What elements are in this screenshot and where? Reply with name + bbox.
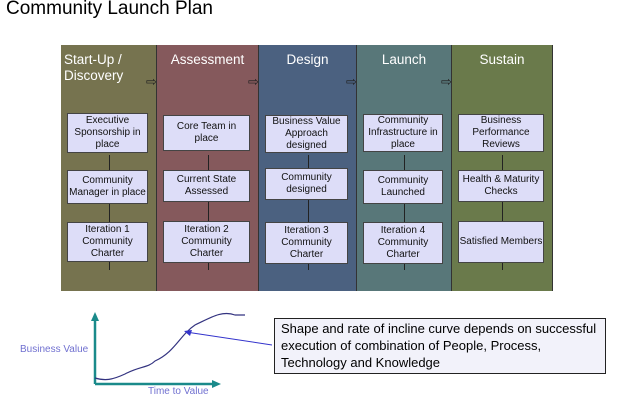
step-box: Core Team in place xyxy=(163,115,250,151)
step-box: Community Manager in place xyxy=(67,170,148,204)
arrow-right-icon: ⇨ xyxy=(248,74,259,89)
phase-title: Start-Up / Discovery xyxy=(64,52,124,83)
step-box: Health & Maturity Checks xyxy=(458,170,544,202)
step-box: Satisfied Members xyxy=(458,221,544,263)
connector-line xyxy=(404,155,405,270)
phase-title: Assessment xyxy=(170,52,245,67)
phase-title: Launch xyxy=(381,52,427,67)
step-box: Iteration 4 Community Charter xyxy=(363,222,443,264)
connector-line xyxy=(307,155,309,270)
x-axis-label: Time to Value xyxy=(148,386,209,397)
step-box: Business Value Approach designed xyxy=(265,115,348,153)
step-box: Iteration 2 Community Charter xyxy=(163,221,250,263)
y-axis-arrow-icon xyxy=(91,312,99,321)
phase-title: Sustain xyxy=(479,52,525,67)
arrow-right-icon: ⇨ xyxy=(346,74,357,89)
y-axis-label: Business Value xyxy=(20,344,89,355)
page-title: Community Launch Plan xyxy=(6,0,213,19)
arrow-right-icon: ⇨ xyxy=(146,74,157,89)
connector-line xyxy=(502,155,503,270)
arrow-right-icon: ⇨ xyxy=(441,74,452,89)
step-box: Current State Assessed xyxy=(163,170,250,202)
step-box: Community Launched xyxy=(363,170,443,204)
value-curve xyxy=(94,312,245,381)
phase-title: Design xyxy=(286,52,329,67)
connector-line xyxy=(207,155,209,270)
connector-line xyxy=(108,155,110,270)
x-axis-arrow-icon xyxy=(212,380,221,388)
step-box: Community Infrastructure in place xyxy=(363,114,443,152)
step-box: Community designed xyxy=(265,168,348,200)
curve-note: Shape and rate of incline curve depends … xyxy=(274,318,606,374)
step-box: Business Performance Reviews xyxy=(458,114,544,152)
step-box: Iteration 3 Community Charter xyxy=(265,222,348,264)
step-box: Iteration 1 Community Charter xyxy=(67,222,148,262)
pointer-line xyxy=(185,331,273,346)
step-box: Executive Sponsorship in place xyxy=(67,113,148,153)
pointer-arrow-icon xyxy=(184,330,192,336)
